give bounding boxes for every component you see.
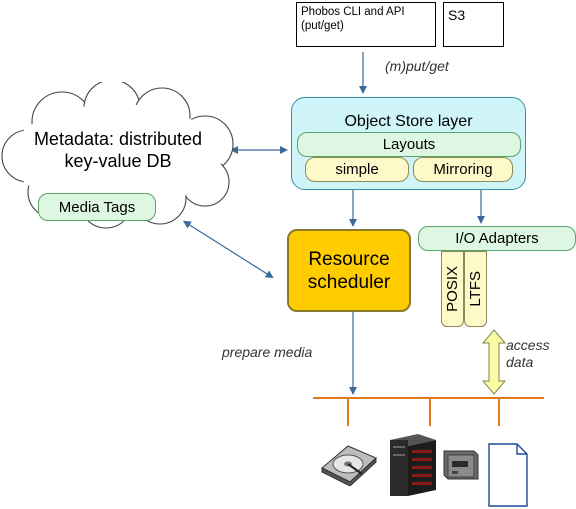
media-tags-box: Media Tags [38, 193, 156, 221]
posix-adapter-box: POSIX [441, 251, 464, 327]
posix-label: POSIX [444, 266, 461, 312]
mput-get-label: (m)put/get [385, 58, 449, 74]
prepare-media-label: prepare media [222, 344, 313, 360]
file-document-icon [488, 443, 528, 507]
phobos-cli-box: Phobos CLI and API (put/get) [296, 2, 436, 47]
access-data-arrow [481, 329, 507, 395]
metadata-title: Metadata: distributed key-value DB [33, 129, 203, 171]
resource-scheduler-box: Resource scheduler [287, 229, 411, 312]
s3-box: S3 [443, 2, 504, 47]
arrow-metadata-scheduler [182, 220, 274, 279]
hard-disk-icon [321, 445, 377, 486]
disk-array-icon [390, 434, 436, 496]
tape-drive-icon [443, 450, 479, 480]
layouts-box: Layouts [297, 132, 521, 157]
access-data-label: access data [506, 337, 550, 370]
layout-mirroring-box: Mirroring [413, 157, 513, 182]
metadata-cloud [1, 82, 234, 229]
layout-simple-box: simple [305, 157, 409, 182]
ltfs-label: LTFS [467, 271, 484, 307]
object-store-title: Object Store layer [344, 113, 473, 130]
ltfs-adapter-box: LTFS [464, 251, 487, 327]
io-adapters-box: I/O Adapters [418, 226, 576, 251]
